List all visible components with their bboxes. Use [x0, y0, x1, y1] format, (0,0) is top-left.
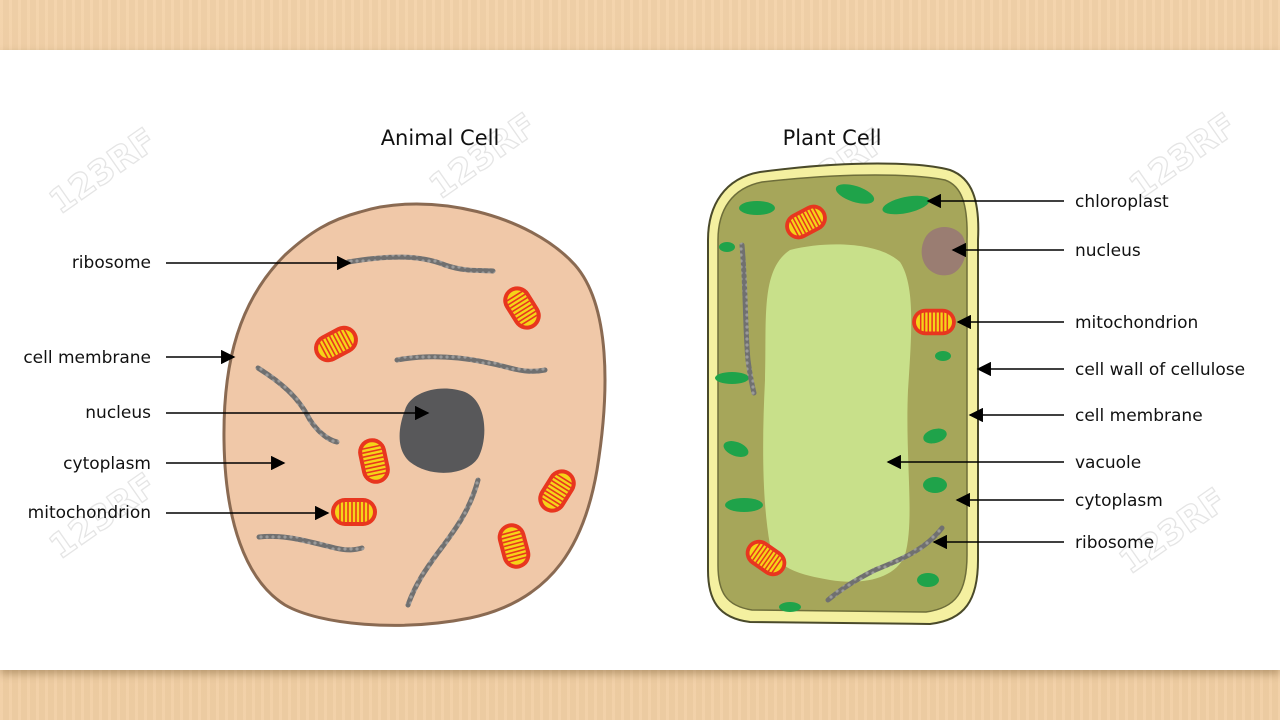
plant-labels: chloroplast nucleus mitochondrion cell w…	[1075, 192, 1245, 553]
animal-cell-title: Animal Cell	[381, 126, 500, 150]
plant-mitochondrion	[911, 307, 957, 337]
chloroplast	[725, 498, 763, 512]
animal-nucleus	[399, 388, 485, 473]
chloroplast	[882, 195, 930, 215]
animal-label-mitochondrion: mitochondrion	[28, 503, 151, 523]
watermark-text: 123RF	[422, 106, 544, 208]
plant-label-ribosome: ribosome	[1075, 533, 1154, 553]
chloroplast	[719, 242, 735, 252]
plant-cell	[707, 162, 980, 626]
animal-label-ribosome: ribosome	[72, 253, 151, 273]
animal-labels: ribosome cell membrane nucleus cytoplasm…	[23, 253, 151, 523]
animal-cell	[222, 202, 607, 627]
chloroplast	[935, 351, 951, 361]
chloroplast	[917, 573, 939, 587]
animal-arrows	[166, 255, 430, 521]
plant-vacuole	[763, 244, 912, 582]
animal-label-cytoplasm: cytoplasm	[63, 454, 151, 474]
plant-label-cell-wall: cell wall of cellulose	[1075, 360, 1245, 380]
animal-mitochondrion	[330, 497, 378, 527]
plant-cell-title: Plant Cell	[783, 126, 882, 150]
plant-label-vacuole: vacuole	[1075, 453, 1141, 473]
animal-ribosomes	[255, 254, 548, 608]
animal-label-nucleus: nucleus	[85, 403, 151, 423]
chloroplast	[779, 602, 801, 612]
chloroplast	[715, 372, 749, 384]
plant-arrows	[886, 193, 1064, 550]
watermark-logos: 123RF 123RF 123RF 123RF 123RF 123RF 123R…	[42, 105, 1245, 583]
chloroplast	[723, 441, 749, 457]
chloroplast	[923, 428, 947, 444]
plant-label-chloroplast: chloroplast	[1075, 192, 1169, 212]
plant-label-mitochondrion: mitochondrion	[1075, 313, 1198, 333]
plant-ribosomes	[739, 242, 945, 603]
plant-label-cytoplasm: cytoplasm	[1075, 491, 1163, 511]
animal-label-cell-membrane: cell membrane	[23, 348, 151, 368]
plant-label-cell-membrane: cell membrane	[1075, 406, 1203, 426]
diagram-panel	[0, 50, 1280, 670]
plant-label-nucleus: nucleus	[1075, 241, 1141, 261]
plant-nucleus	[921, 227, 966, 276]
chloroplast	[739, 201, 775, 215]
watermark-text: 123RF	[42, 121, 164, 223]
plant-chloroplasts	[715, 184, 951, 612]
chloroplast	[835, 184, 875, 204]
chloroplast	[923, 477, 947, 493]
